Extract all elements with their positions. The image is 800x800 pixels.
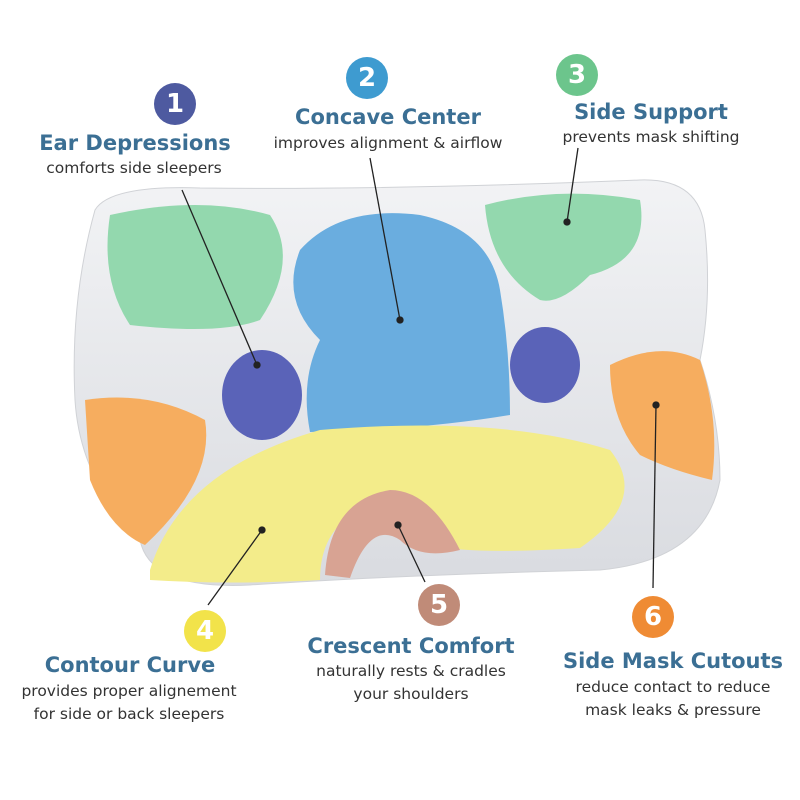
badge-4: 4 [184, 610, 226, 652]
desc-line: for side or back sleepers [33, 705, 225, 723]
badge-3: 3 [556, 54, 598, 96]
desc-side-support: prevents mask shifting [562, 128, 740, 146]
badge-1: 1 [154, 83, 196, 125]
desc-line: naturally rests & cradles [316, 662, 506, 680]
title-ear-depressions: Ear Depressions [39, 131, 231, 155]
title-contour-curve: Contour Curve [44, 653, 216, 677]
desc-concave-center: improves alignment & airflow [273, 134, 503, 152]
desc-line: provides proper alignement [21, 682, 237, 700]
desc-contour-curve: provides proper alignement for side or b… [21, 680, 236, 726]
title-crescent-comfort: Crescent Comfort [307, 634, 515, 658]
mask-cutout-right [610, 351, 715, 480]
badge-2: 2 [346, 57, 388, 99]
side-support-left [107, 205, 283, 329]
desc-side-mask-cutouts: reduce contact to reduce mask leaks & pr… [576, 676, 771, 722]
desc-line: your shoulders [353, 685, 469, 703]
badge-6: 6 [632, 596, 674, 638]
title-side-mask-cutouts: Side Mask Cutouts [562, 649, 784, 673]
title-side-support: Side Support [574, 100, 728, 124]
title-concave-center: Concave Center [295, 105, 481, 129]
desc-ear-depressions: comforts side sleepers [46, 159, 222, 177]
desc-line: mask leaks & pressure [585, 701, 761, 719]
desc-crescent-comfort: naturally rests & cradles your shoulders [316, 660, 506, 706]
side-support-right [485, 193, 642, 301]
mask-cutout-left [85, 397, 207, 545]
ear-depression-left [222, 350, 302, 440]
crescent-comfort [325, 490, 460, 578]
desc-line: reduce contact to reduce [575, 678, 771, 696]
ear-depression-right [510, 327, 580, 403]
badge-5: 5 [418, 584, 460, 626]
